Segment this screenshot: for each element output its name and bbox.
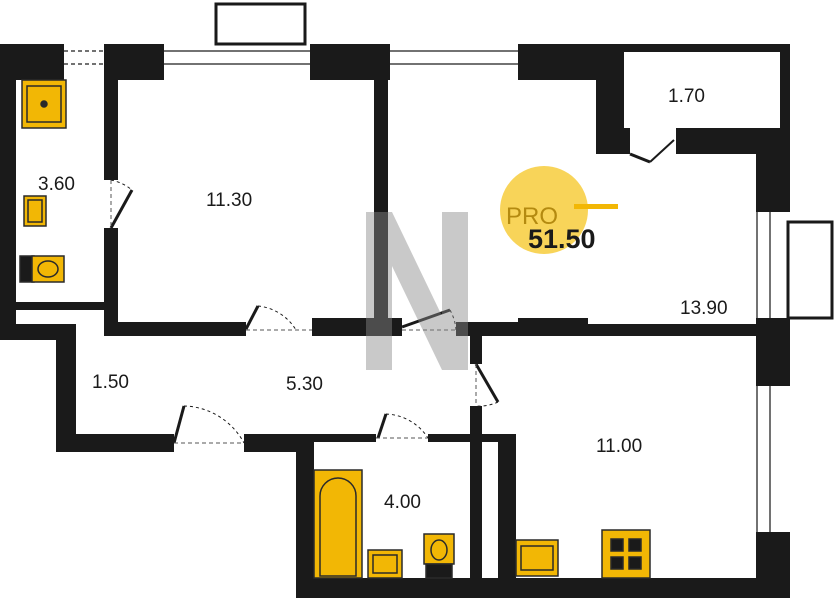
area-living: 13.90 (680, 298, 728, 319)
fixtures (19, 79, 651, 579)
toilet-icon (19, 255, 65, 283)
area-storage: 1.70 (668, 86, 705, 107)
bathroom-sink-icon (367, 549, 403, 579)
bathtub-icon (313, 469, 363, 579)
door-bedroom (244, 305, 260, 330)
bathroom-toilet-icon (423, 533, 455, 579)
washbasin-icon (23, 195, 47, 227)
door-kitchen (474, 363, 500, 403)
pro-badge (500, 166, 618, 254)
watermark-logo (366, 212, 468, 370)
door-living (401, 308, 451, 329)
door-bathroom (376, 413, 388, 439)
door-wc (109, 189, 134, 229)
balconies (214, 2, 834, 320)
area-bedroom: 11.30 (206, 190, 252, 211)
right-balcony (786, 220, 834, 320)
top-balcony (214, 2, 307, 46)
pro-badge-text: PRO (506, 203, 558, 230)
stove-icon (601, 529, 651, 579)
area-wc: 3.60 (38, 174, 75, 195)
area-kitchen: 11.00 (596, 436, 642, 457)
doors (109, 139, 675, 444)
windows (64, 50, 771, 532)
walls (0, 44, 790, 598)
door-entrance (172, 405, 186, 444)
door-storage (629, 152, 651, 164)
area-hall-small: 1.50 (92, 372, 129, 393)
kitchen-sink-icon (515, 539, 559, 577)
sink-icon (21, 79, 67, 129)
door-openings (110, 180, 477, 444)
area-bathroom: 4.00 (384, 492, 421, 513)
total-area-label: 51.50 (528, 224, 596, 254)
area-hall: 5.30 (286, 374, 323, 395)
